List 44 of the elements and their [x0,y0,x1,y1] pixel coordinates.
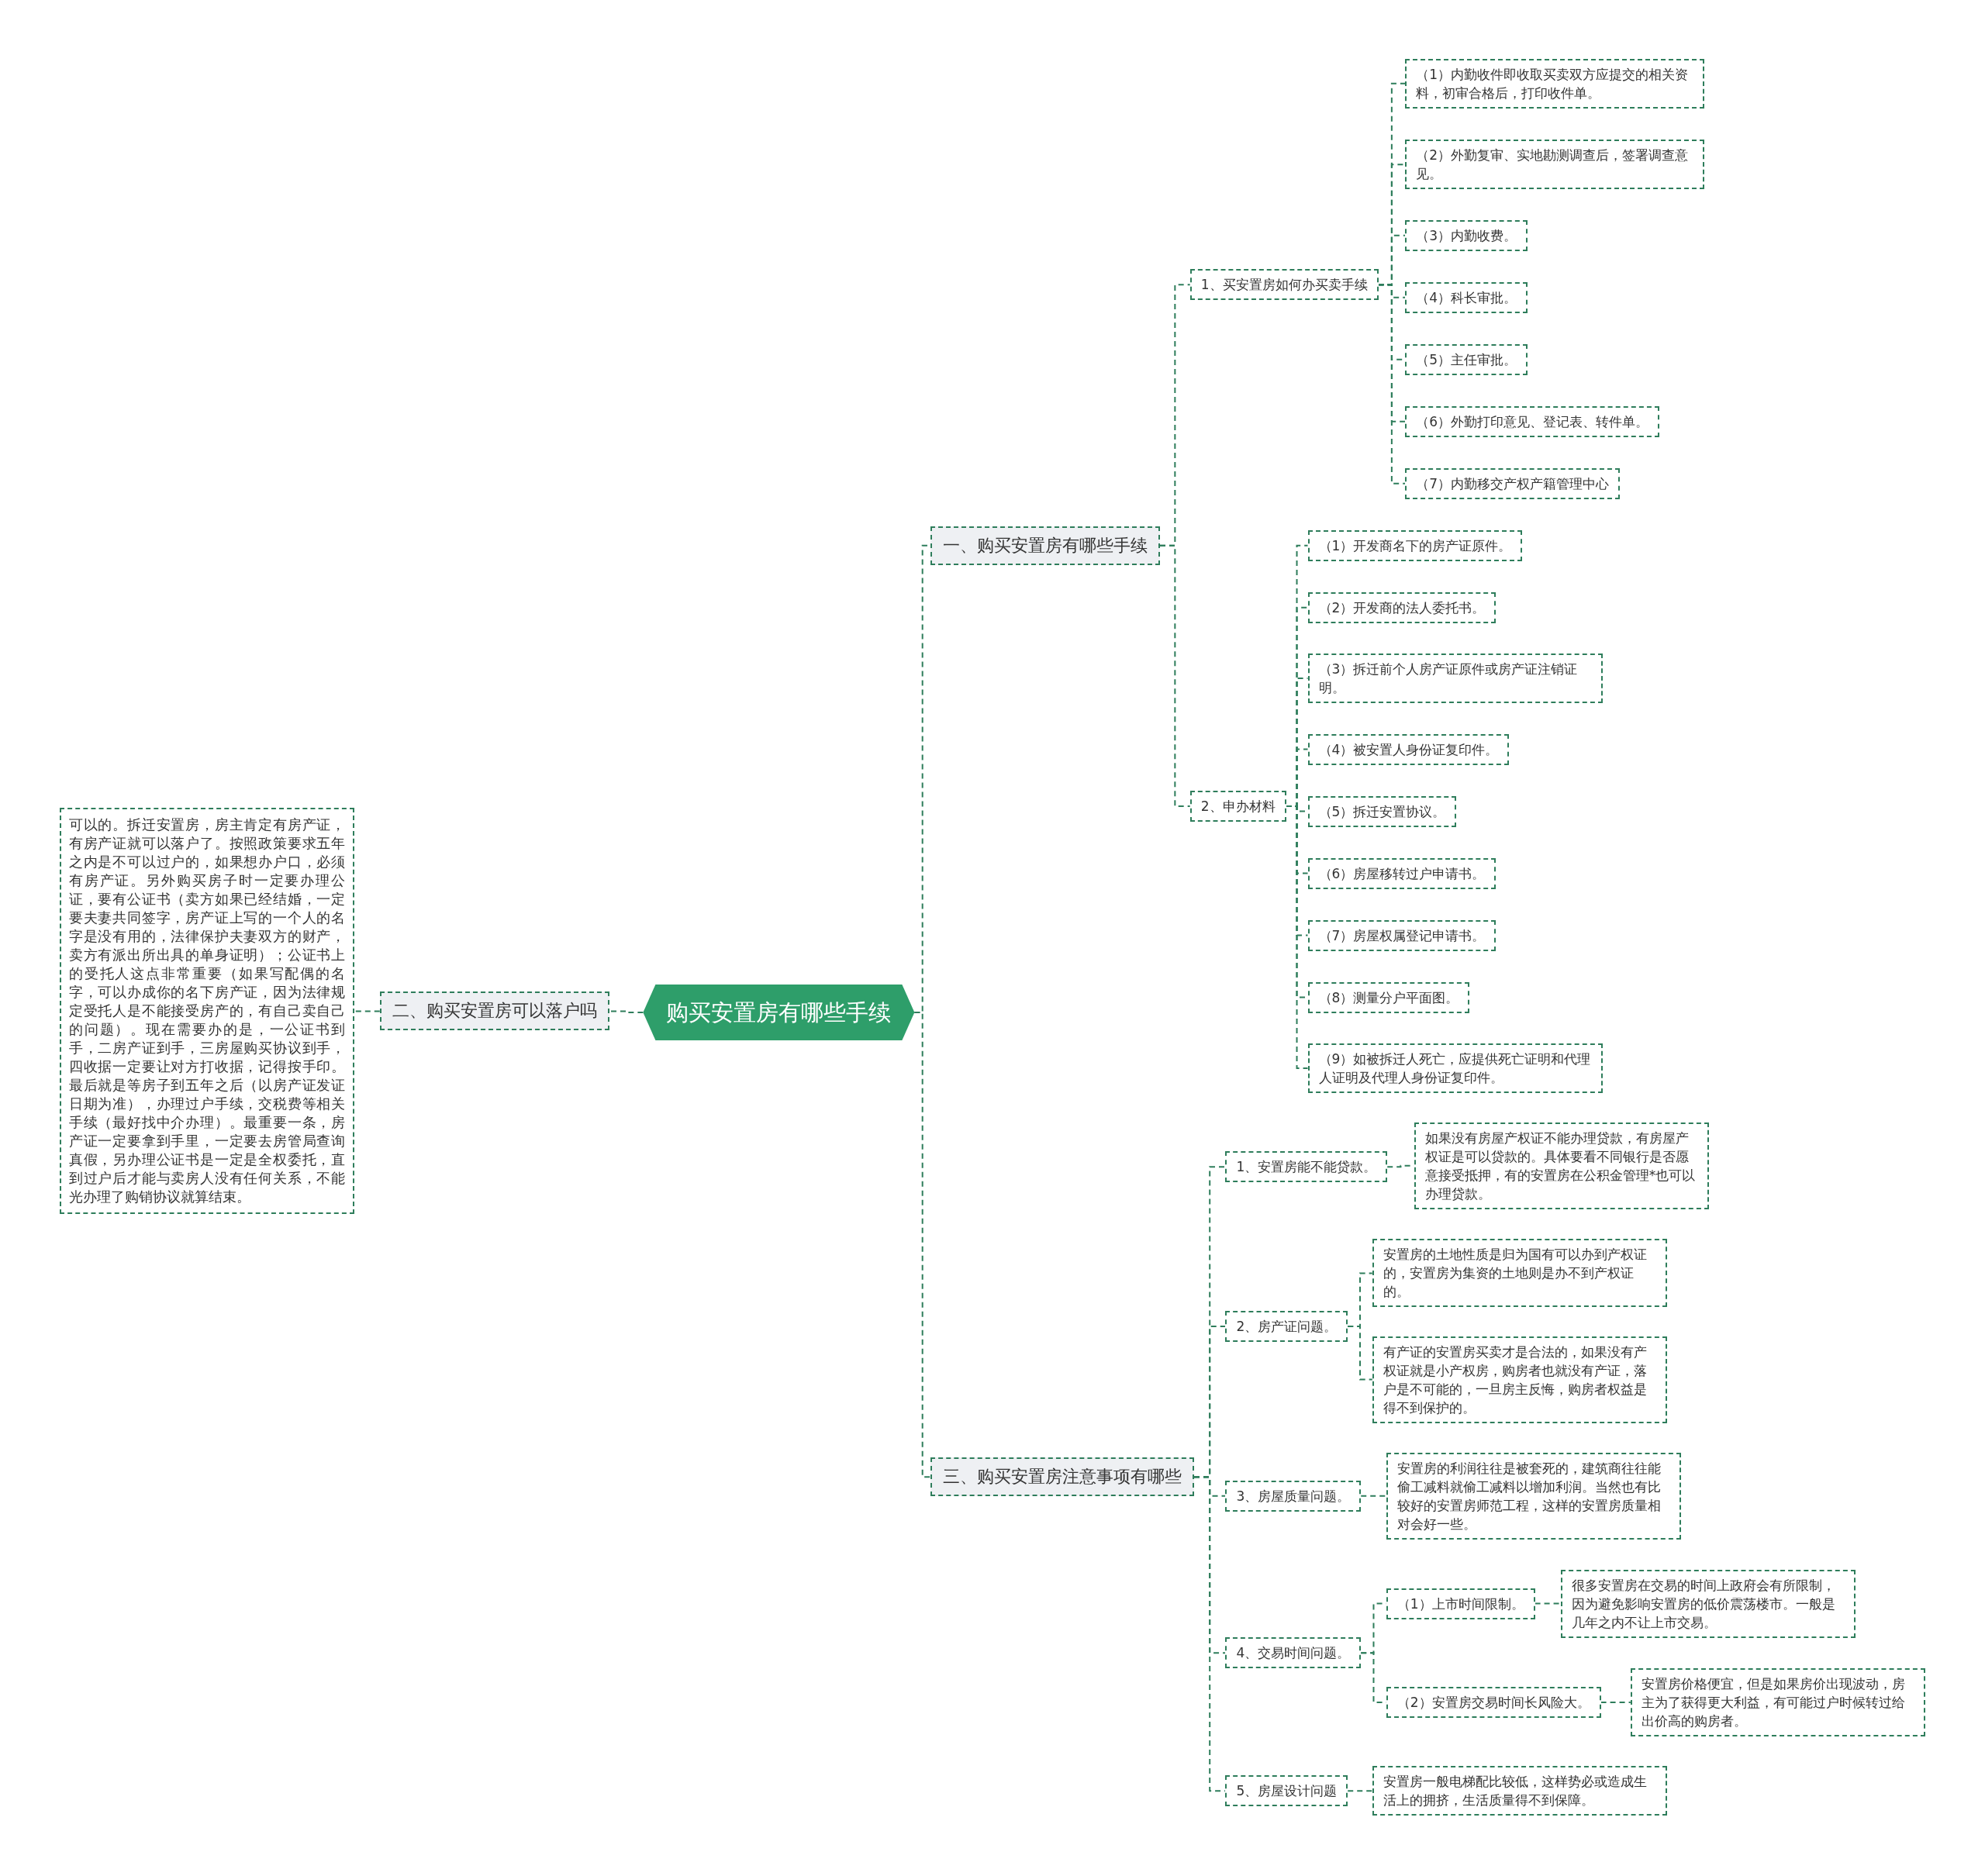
topic-box: （4）科长审批。 [1405,281,1528,313]
connector-line [1377,284,1407,485]
connector-line [1347,1326,1373,1381]
branch-topic: 三、购买安置房注意事项有哪些 [930,1457,1194,1497]
connector-line [1360,1495,1387,1497]
branch-topic: 二、购买安置房可以落户吗 [379,991,609,1031]
topic-box: （7）内勤移交产权产籍管理中心 [1405,467,1621,499]
connector-line [1600,1701,1631,1703]
connector-line [354,1010,381,1012]
topic-box: （1）内勤收件即收取买卖双方应提交的相关资料，初审合格后，打印收件单。 [1405,58,1704,109]
topic-box: （9）如被拆迁人死亡，应提供死亡证明和代理人证明及代理人身份证复印件。 [1307,1043,1603,1093]
topic-box: （2）安置房交易时间长风险大。 [1386,1686,1601,1718]
topic-box: （6）房屋移转过户申请书。 [1307,857,1497,889]
branch-topic: 一、购买安置房有哪些手续 [930,526,1160,565]
central-topic: 购买安置房有哪些手续 [643,985,915,1041]
topic-box: 4、交易时间问题。 [1225,1637,1362,1669]
topic-box: （1）上市时间限制。 [1386,1588,1535,1619]
topic-box: 5、房屋设计问题 [1225,1775,1348,1807]
topic-box: （8）测量分户平面图。 [1307,981,1470,1013]
topic-box: （5）拆迁安置协议。 [1307,795,1457,827]
topic-box: （4）被安置人身份证复印件。 [1307,733,1510,765]
topic-box: 安置房一般电梯配比较低，这样势必或造成生活上的拥挤，生活质量得不到保障。 [1372,1766,1668,1816]
topic-box: （6）外勤打印意见、登记表、转件单。 [1405,405,1660,437]
topic-box: （2）外勤复审、实地勘测调查后，签署调查意见。 [1405,140,1704,190]
text-box: 可以的。拆迁安置房，房主肯定有房产证，有房产证就可以落户了。按照政策要求五年之内是不可以过户的，如果想办户口，必须有房产证。另外购买房子时一定要办理公证，要有公证书（卖方如果已经结婚，一定要夫妻共同签字，房产证上写的一个人的名字是没有用的，法律保护夫妻双方的财产，卖方有派出所出具的单身证明）；公证书上的受托人这点非常重要（如果写配偶的名字，可以办成你的名下房产证，因为法律规定受托人是不能接受房产的，有自己卖自己的问题）。现在需要办的是，一公证书到手，二房产证到手，三房屋购买协议到手，四收据一定要让对方打收据，记得按手印。最后就是等房子到五年之后（以房产证发证日期为准），办理过户手续，交税费等相关手续（最好找中介办理）。最重要一条，房产证一定要拿到手里，一定要去房管局查询真假，另办理公证书是一定是全权委托，直到过户后才能与卖房人没有任何关系，不能光办理了购销协议就算结束。 [59,808,355,1215]
topic-box: 安置房的利润往往是被套死的，建筑商往往能偷工减料就偷工减料以增加利润。当然也有比较好的安置房师范工程，这样的安置房质量相对会好一些。 [1386,1452,1682,1540]
topic-box: （7）房屋权属登记申请书。 [1307,919,1497,951]
topic-box: 如果没有房屋产权证不能办理贷款，有房屋产权证是可以贷款的。具体要看不同银行是否愿意接受抵押，有的安置房在公积金管理*也可以办理贷款。 [1414,1122,1710,1209]
topic-box: （3）内勤收费。 [1405,219,1528,251]
connector-line [1159,544,1191,807]
topic-box: 2、房产证问题。 [1225,1311,1348,1342]
topic-box: （1）开发商名下的房产证原件。 [1307,529,1523,561]
topic-box: 安置房价格便宜，但是如果房价出现波动，房主为了获得更大利益，有可能过户时候转过给出价高的购房者。 [1630,1667,1926,1736]
topic-box: 2、申办材料 [1189,791,1286,822]
topic-box: （5）主任审批。 [1405,343,1528,375]
topic-box: （3）拆迁前个人房产证原件或房产证注销证明。 [1307,653,1603,704]
topic-box: 1、安置房能不能贷款。 [1225,1151,1388,1183]
topic-box: 安置房的土地性质是归为国有可以办到产权证的，安置房为集资的土地则是办不到产权证的。 [1372,1239,1668,1308]
topic-box: 很多安置房在交易的时间上政府会有所限制，因为避免影响安置房的低价震荡楼市。一般是几年之内不让上市交易。 [1561,1569,1856,1638]
topic-box: （2）开发商的法人委托书。 [1307,591,1497,623]
topic-box: 3、房屋质量问题。 [1225,1480,1362,1512]
connector-line [1347,1790,1373,1792]
topic-box: 有产证的安置房买卖才是合法的，如果没有产权证就是小产权房，购房者也就没有产证，落户是不可能的，一旦房主反悔，购房者权益是得不到保护的。 [1372,1336,1668,1423]
topic-box: 1、买安置房如何办买卖手续 [1189,269,1379,301]
